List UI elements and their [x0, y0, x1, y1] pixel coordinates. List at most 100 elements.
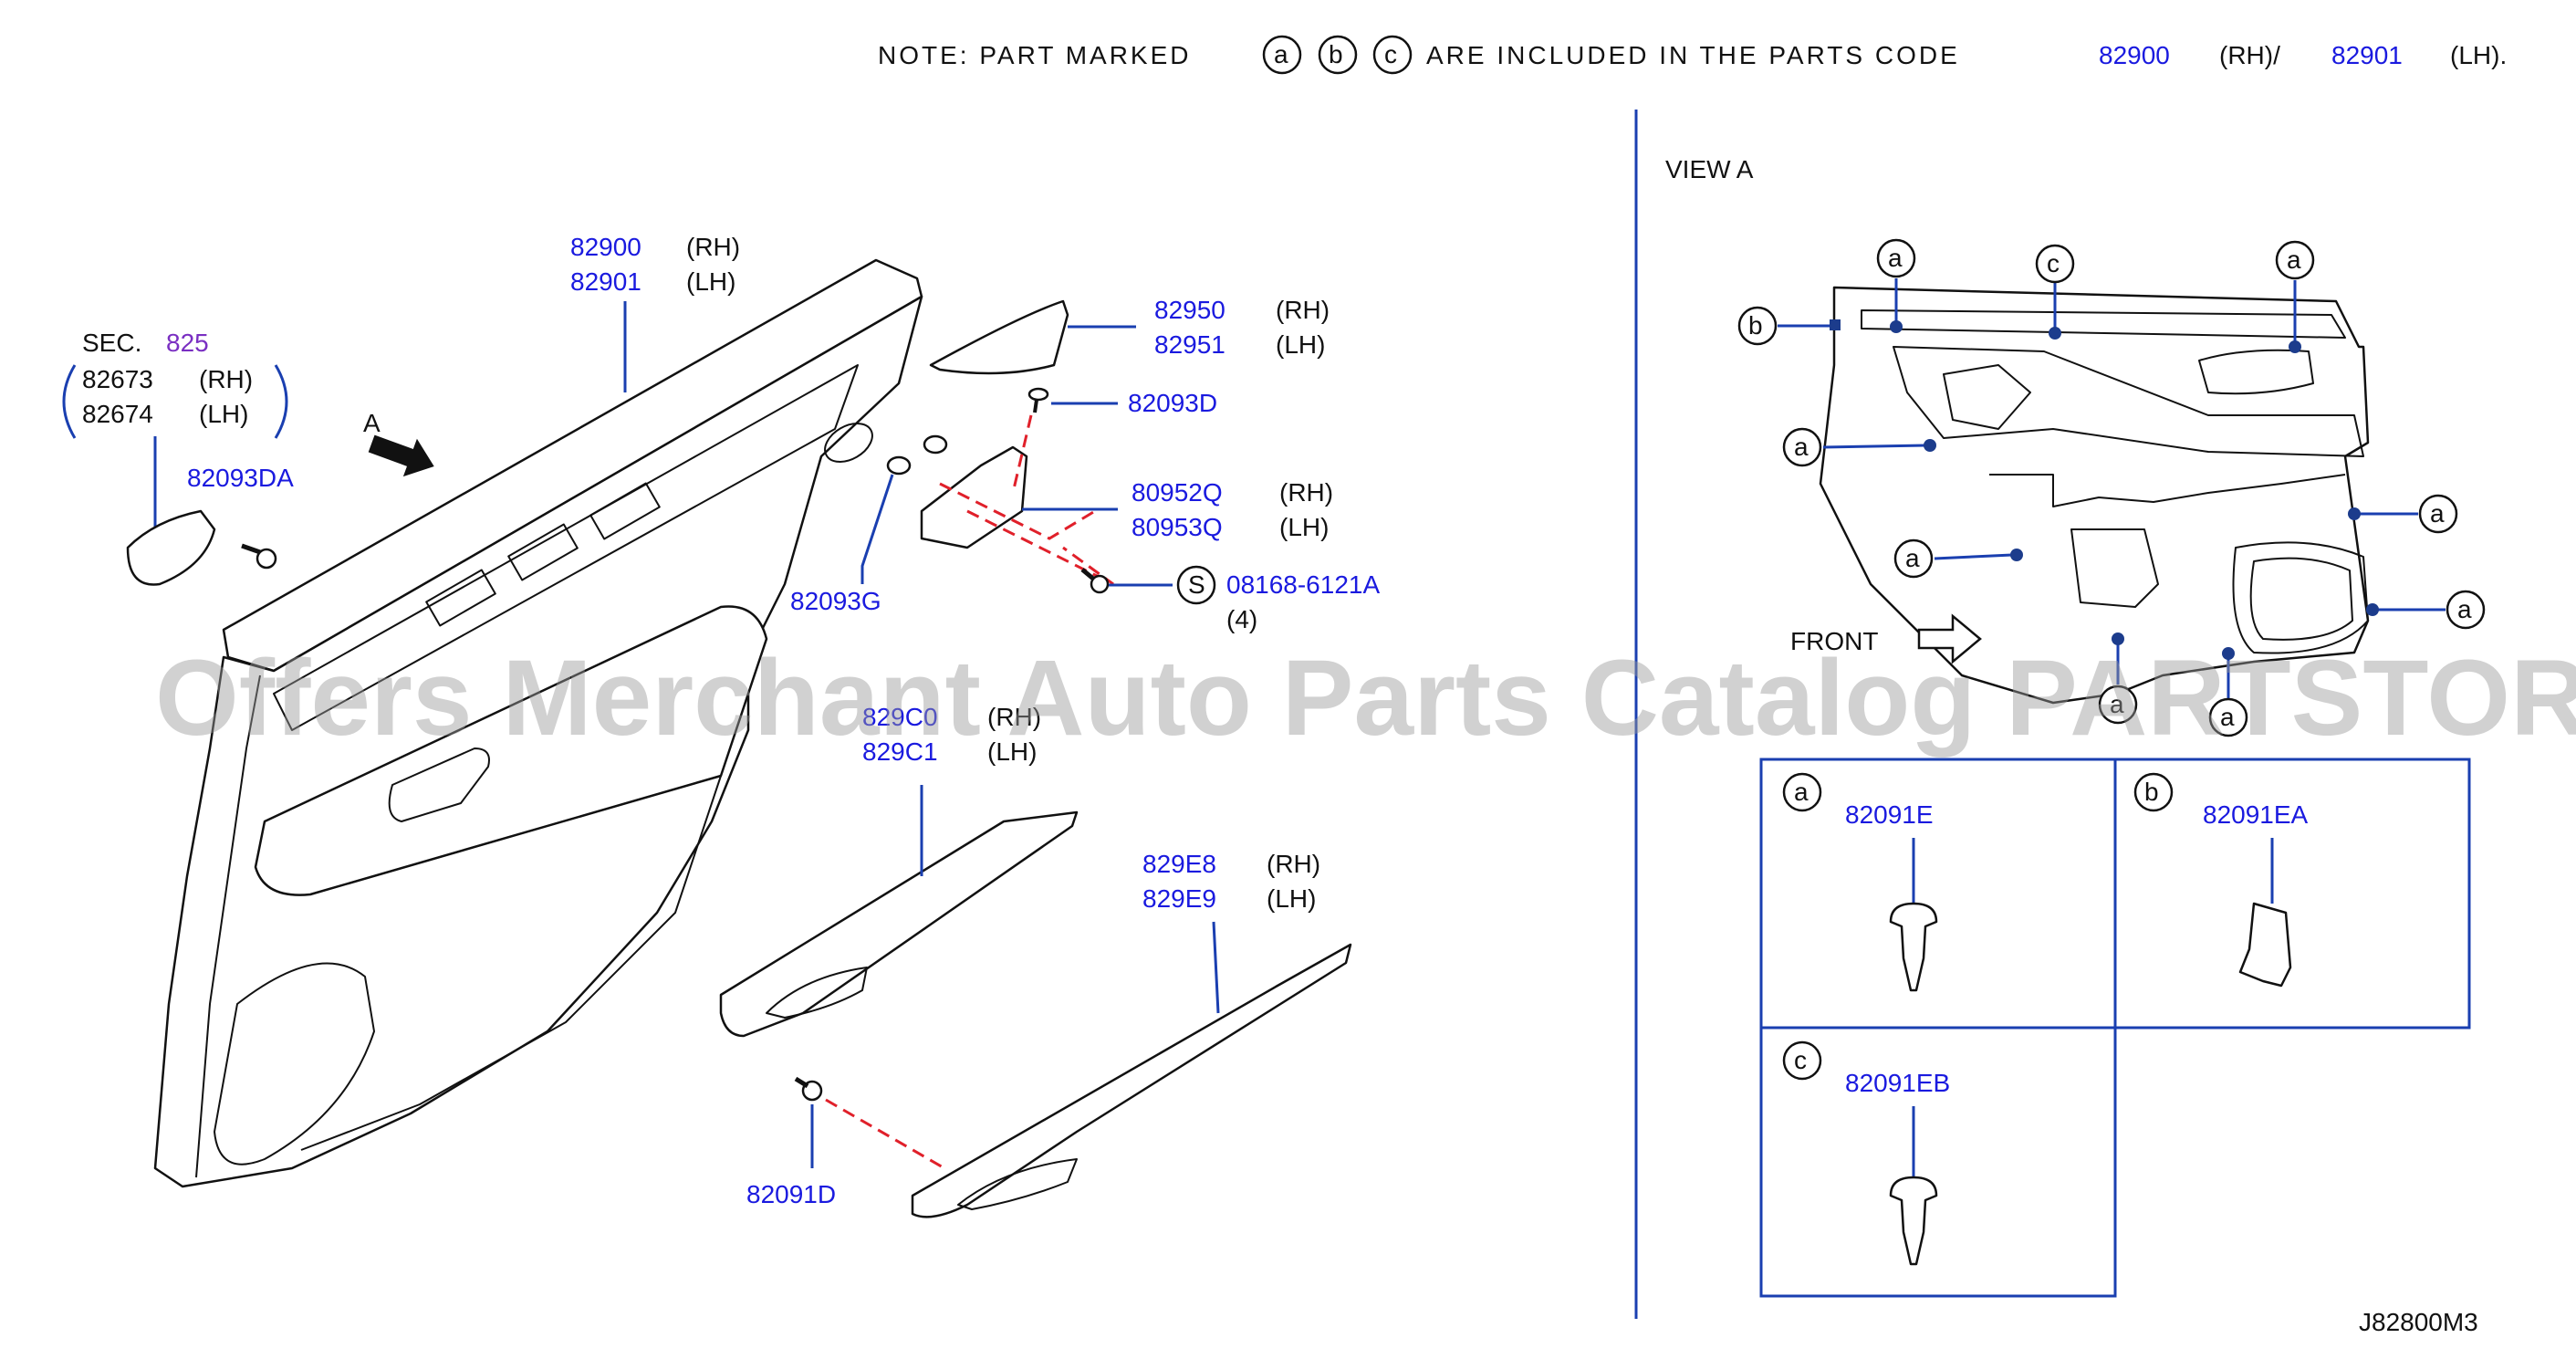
- door-trim-lh-code[interactable]: 82901: [570, 267, 641, 296]
- finisher-e-lh-side: (LH): [1267, 884, 1316, 913]
- screw-da-part[interactable]: [241, 543, 277, 570]
- finisher-e-rh-code[interactable]: 829E8: [1142, 850, 1216, 878]
- vm-2-circle: [2035, 244, 2075, 284]
- finisher-c-part[interactable]: [719, 810, 1079, 1038]
- note-code-rh[interactable]: 82900: [2099, 41, 2170, 69]
- vm-5-circle: [1782, 427, 1822, 467]
- pocket-cover-rh-code[interactable]: 82950: [1154, 296, 1225, 324]
- bracket-rh-code[interactable]: 80952Q: [1132, 478, 1223, 507]
- bracket-lh-code[interactable]: 80953Q: [1132, 513, 1223, 541]
- clip-g-code[interactable]: 82093G: [790, 587, 881, 615]
- screw-d-shank: [1033, 399, 1038, 413]
- handle-bracket-left: [62, 364, 77, 439]
- pocket-cover-callout: 82950 (RH) 82951 (LH): [1154, 296, 1330, 359]
- note-marker-c: c: [1384, 40, 1397, 68]
- handle-rh-code[interactable]: 82673: [82, 365, 153, 393]
- door-trim-rh-side: (RH): [686, 233, 740, 261]
- screw-91d-part[interactable]: [794, 1076, 823, 1102]
- clip-a-code[interactable]: 82091E: [1845, 800, 1934, 829]
- finisher-c-cup: [766, 967, 868, 1019]
- screw-da-head: [256, 548, 277, 570]
- clip-c-marker: c: [1794, 1046, 1807, 1074]
- clip-c-marker-circle: [1782, 1040, 1822, 1081]
- note-marker-b: b: [1329, 40, 1343, 68]
- view-a-square-pad: [2070, 528, 2159, 608]
- clip-b-marker: b: [2144, 778, 2159, 806]
- view-a-lower-rib: [1989, 474, 2346, 507]
- clip-table: a 82091E b 82091EA c 82091EB: [1759, 758, 2471, 1298]
- vm-5-leader: [1822, 444, 1926, 449]
- door-switch-hole-2: [507, 523, 579, 581]
- note-marker-a: a: [1274, 40, 1288, 68]
- handle-rh-side: (RH): [199, 365, 253, 393]
- screw-d-head: [1027, 387, 1049, 402]
- door-pull-cup: [388, 747, 490, 822]
- finisher-e-lh-code[interactable]: 829E9: [1142, 884, 1216, 913]
- pocket-cover-rh-side: (RH): [1276, 296, 1330, 324]
- finisher-e-cup: [957, 1158, 1078, 1210]
- finisher-c-rh-code[interactable]: 829C0: [862, 703, 938, 731]
- door-switch-hole-1: [425, 569, 496, 627]
- view-a-arrow: A: [363, 409, 434, 477]
- vm-7-circle: [1893, 538, 1934, 579]
- door-handle-part[interactable]: [126, 509, 216, 586]
- vm-7-dot: [2010, 549, 2023, 561]
- door-trim-rh-code[interactable]: 82900: [570, 233, 641, 261]
- clip-cell-b[interactable]: [2113, 758, 2471, 1030]
- view-a-drawing[interactable]: [1819, 286, 2370, 705]
- vm-4-dot: [1830, 319, 1841, 330]
- finisher-e-callout: 829E8 (RH) 829E9 (LH): [1142, 850, 1320, 913]
- note-code-lh[interactable]: 82901: [2331, 41, 2403, 69]
- vm-6-circle: [2418, 494, 2458, 534]
- handle-lh-code[interactable]: 82674: [82, 400, 153, 428]
- vm-9-circle: [2098, 685, 2138, 725]
- vm-6-label: a: [2430, 499, 2445, 528]
- section-number[interactable]: 825: [166, 329, 209, 357]
- clip-c-code[interactable]: 82091EB: [1845, 1069, 1950, 1097]
- clip-b-icon: [2238, 902, 2292, 988]
- screw-d-part[interactable]: [1027, 387, 1049, 413]
- clip-c-icon: [1889, 1176, 1938, 1266]
- vm-4-circle: [1737, 306, 1778, 346]
- note-prefix: NOTE: PART MARKED: [878, 41, 1192, 69]
- clip-g-parts[interactable]: [886, 434, 948, 476]
- view-a-armrest-frame: [1893, 346, 2364, 457]
- view-a-panel: [1819, 286, 2370, 705]
- arrow-a-icon: [368, 434, 434, 477]
- view-a-speaker: [2232, 541, 2369, 654]
- screw-da-shank: [241, 543, 261, 555]
- vm-6-dot: [2348, 507, 2361, 520]
- vm-5-label: a: [1794, 433, 1809, 461]
- bolt-code[interactable]: 08168-6121A: [1226, 570, 1380, 599]
- clip-b-code[interactable]: 82091EA: [2203, 800, 2309, 829]
- finisher-e-part[interactable]: [911, 943, 1352, 1218]
- vm-3-label: a: [2287, 246, 2301, 274]
- bracket-part[interactable]: [920, 445, 1028, 549]
- view-a-markers: a c a b a a a a a a: [1737, 238, 2486, 737]
- pocket-cover-lh-code[interactable]: 82951: [1154, 330, 1225, 359]
- screw-91d-dash: [825, 1098, 945, 1170]
- door-trim-drawing[interactable]: [153, 258, 923, 1188]
- vm-1-label: a: [1888, 244, 1903, 272]
- door-trim-lh-side: (LH): [686, 267, 735, 296]
- clip-g-2: [923, 434, 948, 455]
- vm-8-circle: [2446, 590, 2486, 630]
- screw-91d-shank: [794, 1076, 809, 1089]
- door-switch-strip: [273, 364, 859, 731]
- bolt-part[interactable]: [1080, 568, 1110, 594]
- note-marker-b-circle: [1318, 35, 1358, 75]
- view-a-top-rail: [1861, 309, 2346, 339]
- clip-g-1: [886, 455, 912, 476]
- clip-cell-c[interactable]: [1759, 1026, 2117, 1298]
- pocket-cover-lh-side: (LH): [1276, 330, 1325, 359]
- screw-91d-code[interactable]: 82091D: [746, 1180, 836, 1208]
- vm-8-dot: [2366, 603, 2379, 616]
- vm-2-label: c: [2047, 249, 2060, 277]
- vm-5-dot: [1924, 439, 1936, 452]
- bolt-qty: (4): [1226, 605, 1257, 633]
- screw-da-code[interactable]: 82093DA: [187, 464, 294, 492]
- pocket-cover-part[interactable]: [929, 299, 1069, 375]
- finisher-c-lh-code[interactable]: 829C1: [862, 737, 938, 766]
- screw-d-code[interactable]: 82093D: [1128, 389, 1217, 417]
